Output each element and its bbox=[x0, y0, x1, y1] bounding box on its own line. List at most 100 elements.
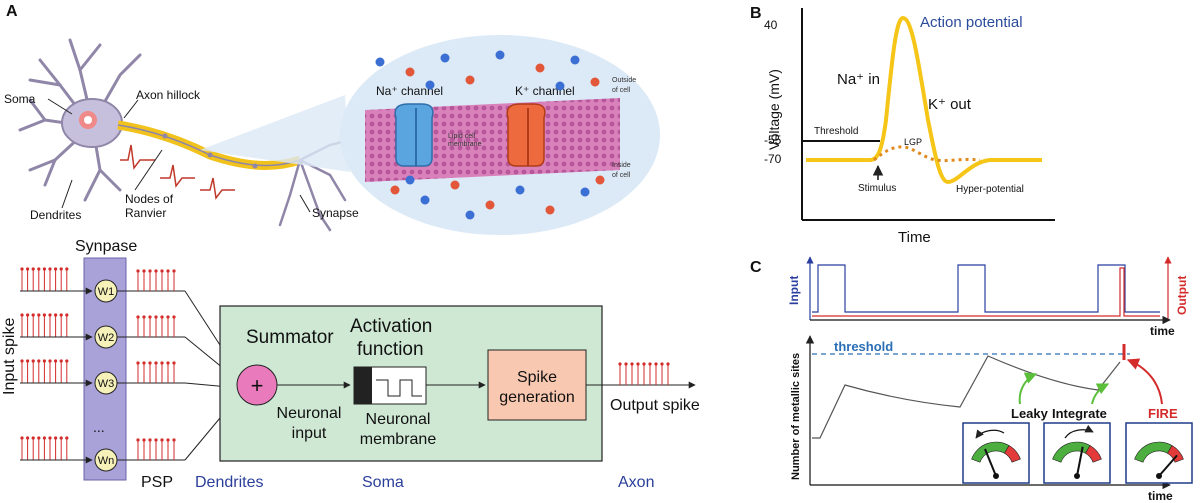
neuronal-membrane-label-2: membrane bbox=[360, 431, 437, 448]
potassium-ion bbox=[590, 77, 600, 87]
input-spike-head bbox=[31, 436, 35, 440]
sodium-ion bbox=[440, 53, 450, 63]
input-row: W3 bbox=[20, 359, 241, 395]
gauge-icon bbox=[962, 422, 1030, 484]
lgp-trace bbox=[873, 145, 981, 163]
potassium-ion bbox=[485, 200, 495, 210]
lif-ylabel: Number of metallic sites bbox=[790, 353, 802, 480]
psp-spike-head bbox=[142, 315, 146, 319]
psp-spike-head bbox=[154, 269, 158, 273]
psp-spike-head bbox=[172, 438, 176, 442]
zoom-callout bbox=[200, 95, 350, 172]
input-spike-head bbox=[65, 436, 69, 440]
input-spike-head bbox=[48, 436, 52, 440]
psp-spike-head bbox=[148, 438, 152, 442]
input-spike-head bbox=[65, 313, 69, 317]
output-spike-head bbox=[624, 362, 628, 366]
input-spike-head bbox=[37, 267, 41, 271]
output-spike-head bbox=[660, 362, 664, 366]
input-spike-head bbox=[37, 313, 41, 317]
input-spike-head bbox=[31, 359, 35, 363]
fire-label: FIRE bbox=[1148, 406, 1178, 421]
sodium-ion bbox=[465, 210, 475, 220]
psp-spike-head bbox=[160, 269, 164, 273]
input-row: W1 bbox=[20, 267, 241, 377]
threshold-label: Threshold bbox=[814, 126, 858, 137]
input-row: Wn bbox=[20, 393, 241, 472]
activation-label-2: function bbox=[357, 339, 424, 360]
psp-spike-head bbox=[148, 269, 152, 273]
time-label-2: time bbox=[1148, 489, 1173, 503]
psp-spike-head bbox=[160, 361, 164, 365]
soma-label: Soma bbox=[4, 92, 36, 106]
ap-trace bbox=[806, 15, 1042, 185]
lipid-label-1: Lipid cell bbox=[448, 133, 476, 140]
psp-spike-head bbox=[154, 361, 158, 365]
psp-spike-head bbox=[136, 438, 140, 442]
psp-spike-head bbox=[172, 315, 176, 319]
input-spike-head bbox=[42, 359, 47, 363]
potassium-ion bbox=[465, 75, 475, 85]
input-spike-head bbox=[48, 359, 52, 363]
summator-label: Summator bbox=[246, 327, 334, 348]
panel-a-label: A bbox=[6, 3, 18, 20]
input-spike-head bbox=[20, 313, 24, 317]
soma-region-label: Soma bbox=[362, 474, 404, 491]
input-spike-head bbox=[20, 436, 24, 440]
neuron-illustration: Soma Axon hillock Dendrites Nodes of Ran… bbox=[4, 38, 359, 232]
weight-label: W2 bbox=[98, 332, 115, 344]
gauge-icon bbox=[1125, 422, 1193, 484]
membrane-illustration: Na⁺ channel K⁺ channel Outside of cell I… bbox=[340, 35, 660, 235]
ap-title: Action potential bbox=[920, 14, 1023, 31]
membrane-potential-trace bbox=[812, 355, 1121, 439]
input-label: Input bbox=[787, 276, 801, 305]
input-spike-head bbox=[31, 313, 35, 317]
nodes-label-2: Ranvier bbox=[125, 206, 166, 220]
gauge-needle bbox=[1158, 454, 1178, 477]
psp-spike-head bbox=[142, 438, 146, 442]
output-spike-head bbox=[666, 362, 670, 366]
k-channel-icon bbox=[506, 103, 546, 167]
k-channel-label: K⁺ channel bbox=[515, 84, 575, 98]
psp-label: PSP bbox=[141, 474, 173, 491]
psp-spike-head bbox=[166, 269, 170, 273]
stimulus-label: Stimulus bbox=[858, 183, 896, 194]
lipid-label-2: membrane bbox=[448, 141, 482, 148]
psp-spike-head bbox=[154, 438, 158, 442]
potassium-ion bbox=[450, 180, 460, 190]
ap-ylabel: Voltage (mV) bbox=[766, 69, 782, 150]
threshold-label-c: threshold bbox=[834, 339, 893, 354]
activation-label-1: Activation bbox=[350, 316, 432, 337]
sodium-ion bbox=[420, 195, 430, 205]
sodium-ion bbox=[375, 57, 385, 67]
output-spike-head bbox=[654, 362, 658, 366]
tick-minus-70: -70 bbox=[764, 152, 782, 166]
input-spike-head bbox=[26, 436, 30, 440]
dendrites-label: Dendrites bbox=[30, 208, 81, 222]
input-spike-head bbox=[59, 436, 63, 440]
output-label: Output bbox=[1175, 276, 1189, 315]
sodium-ion bbox=[570, 55, 580, 65]
hyper-label: Hyper-potential bbox=[956, 184, 1024, 195]
input-spike-head bbox=[48, 313, 52, 317]
psp-spike-head bbox=[166, 315, 170, 319]
integrate-label: Integrate bbox=[1052, 406, 1107, 421]
gauges bbox=[962, 422, 1193, 484]
input-spike-head bbox=[26, 313, 30, 317]
gauge-needle bbox=[1076, 446, 1084, 477]
input-spike-head bbox=[31, 267, 35, 271]
input-spike-head bbox=[26, 267, 30, 271]
weight-label: W3 bbox=[98, 378, 115, 390]
inside-label-2: of cell bbox=[612, 172, 631, 179]
tick-40: 40 bbox=[764, 18, 778, 32]
psp-spike-head bbox=[154, 315, 158, 319]
weight-label: Wn bbox=[98, 455, 115, 467]
outside-label-1: Outside bbox=[612, 77, 636, 84]
input-spike-head bbox=[65, 267, 69, 271]
psp-spike-head bbox=[160, 315, 164, 319]
na-in-label: Na⁺ in bbox=[837, 71, 880, 88]
panel-b-label: B bbox=[750, 5, 762, 22]
axon-hillock-label: Axon hillock bbox=[136, 88, 201, 102]
